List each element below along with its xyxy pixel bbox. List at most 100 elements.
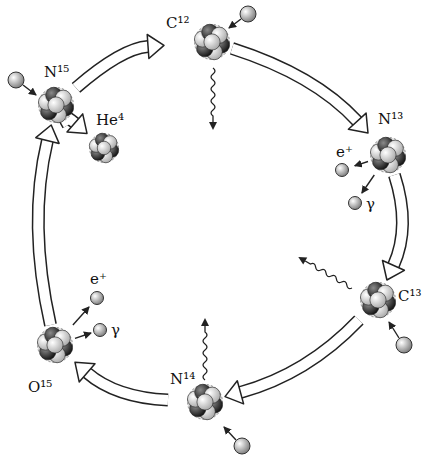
gamma-wave [296, 254, 354, 292]
particle-node: γ [91, 319, 122, 341]
arrow-shaft-outline [38, 141, 50, 325]
nucleus-symbol [38, 87, 74, 123]
nucleus-label: N¹⁵ [44, 63, 69, 81]
nucleus-label: N¹³ [378, 110, 403, 128]
proton-arrow [23, 85, 36, 95]
nucleus-label: N¹⁴ [170, 370, 195, 388]
nucleus-node: N¹⁴ [168, 368, 225, 422]
arrow-shaft-fill [76, 47, 148, 88]
reaction-arrow [76, 35, 164, 88]
arrow-shaft-fill [394, 175, 403, 265]
particle-node: γ [346, 193, 377, 215]
reaction-arrow [383, 175, 405, 280]
nucleus-node: N¹³ [368, 108, 408, 175]
reaction-arrow [75, 362, 168, 400]
nucleus-label: He⁴ [96, 111, 124, 129]
nucleus-node: He⁴ [87, 109, 126, 165]
nucleon [97, 141, 111, 155]
nucleus-label: O¹⁵ [28, 378, 52, 396]
particle-symbol [90, 291, 104, 305]
particle-symbol [93, 323, 107, 337]
reaction-arrow [232, 48, 368, 133]
particle-node: e⁺ [88, 268, 109, 307]
reaction-arrow [225, 320, 359, 404]
arrow-shaft-outline [76, 47, 148, 88]
reaction-arrow [75, 333, 91, 338]
arrow-shaft-outline [240, 320, 359, 392]
proton-ball [234, 438, 250, 454]
nucleus-symbol [37, 327, 73, 363]
gamma-wave [209, 68, 217, 130]
hollow-arrowhead [36, 125, 59, 143]
nucleon [380, 147, 396, 163]
nucleus-halo [38, 328, 73, 363]
nucleon [197, 394, 213, 410]
arrow-shaft-outline [394, 175, 403, 265]
nucleus-node: C¹³ [358, 280, 424, 320]
arrow-shaft-outline [232, 48, 357, 121]
nucleus-halo [39, 88, 74, 123]
particle-ball [94, 324, 107, 337]
proton-ball [8, 72, 24, 88]
arrow-shaft-fill [87, 373, 168, 400]
nucleus-label: e⁺ [336, 143, 353, 161]
particle-symbol [348, 196, 362, 210]
reaction-arrow [36, 125, 59, 325]
nucleus-label: C¹² [166, 14, 190, 32]
incoming-proton [389, 322, 412, 353]
arrow-shaft-fill [240, 320, 359, 392]
hollow-arrowhead [67, 114, 87, 133]
proton-ball [396, 337, 412, 353]
nucleus-symbol [194, 24, 230, 60]
nucleus-node: O¹⁵ [26, 325, 75, 398]
nucleus-symbol [370, 137, 406, 173]
hollow-arrowhead [75, 362, 95, 382]
emission-arrow [75, 333, 91, 338]
incoming-proton [229, 6, 256, 28]
nucleon [48, 97, 64, 113]
arrow-shaft-fill [232, 48, 357, 121]
proton-arrow [229, 19, 241, 28]
particle-node: e⁺ [333, 141, 355, 179]
proton-arrow [224, 427, 236, 440]
reaction-arrow [73, 307, 89, 325]
particle-ball [91, 292, 104, 305]
incoming-proton [8, 72, 36, 95]
nucleus-symbol [89, 133, 119, 163]
nucleon [370, 292, 386, 308]
emission-arrow [73, 307, 89, 325]
hollow-arrowhead [383, 261, 405, 281]
gamma-wave [201, 318, 209, 380]
nucleus-halo [90, 134, 119, 163]
particle-symbol [335, 163, 349, 177]
proton-ball [240, 6, 256, 22]
proton-arrow [389, 322, 399, 338]
nucleus-label: γ [366, 195, 375, 213]
hollow-arrowhead [225, 381, 244, 404]
nucleus-symbol [187, 384, 223, 420]
nucleus-halo [371, 138, 406, 173]
particle-ball [336, 164, 349, 177]
incoming-proton [224, 427, 250, 454]
nucleus-halo [361, 283, 396, 318]
nucleus-symbol [360, 282, 396, 318]
arrow-shaft-outline [87, 373, 168, 400]
arrow-shaft-fill [38, 141, 50, 325]
reaction-arrow [355, 162, 368, 166]
nucleon [47, 337, 63, 353]
particle-ball [349, 197, 362, 210]
nucleus-node: C¹² [164, 12, 232, 62]
nucleus-halo [195, 25, 230, 60]
nucleus-node: N¹⁵ [36, 61, 76, 125]
nucleus-halo [188, 385, 223, 420]
nucleus-label: γ [111, 321, 120, 339]
nucleus-label: e⁺ [90, 270, 107, 288]
emission-arrow [362, 175, 374, 193]
nucleon [204, 34, 220, 50]
emission-arrow [355, 162, 368, 166]
nucleus-label: C¹³ [398, 287, 422, 305]
hollow-arrowhead [348, 113, 368, 133]
hollow-arrowhead [147, 35, 164, 59]
reaction-arrow [362, 175, 374, 193]
